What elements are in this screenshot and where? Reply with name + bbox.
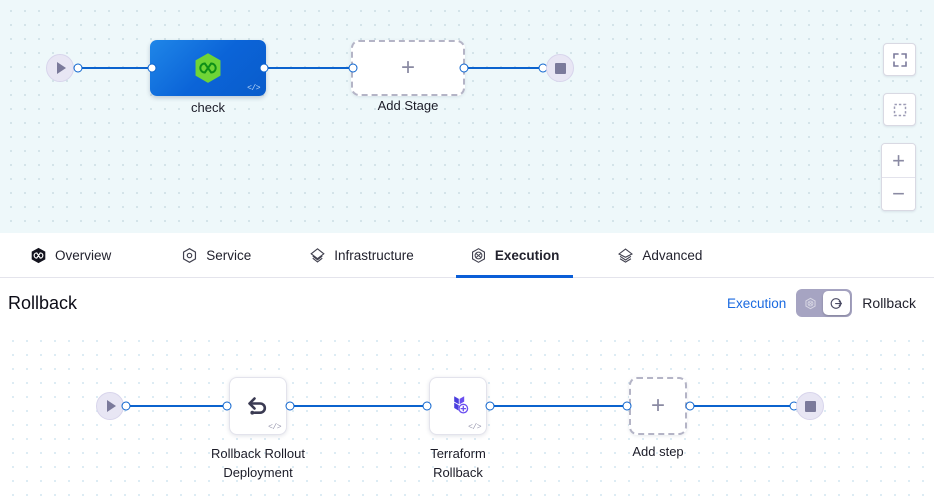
- play-icon: [107, 400, 116, 412]
- execution-rollback-toggle[interactable]: [796, 289, 853, 317]
- port-check-in[interactable]: [147, 63, 157, 73]
- port-step1-in[interactable]: [222, 401, 232, 411]
- play-icon: [57, 62, 66, 74]
- tab-execution[interactable]: Execution: [455, 233, 574, 278]
- plus-icon: +: [400, 54, 415, 81]
- tab-label-execution: Execution: [494, 247, 560, 263]
- zoom-out-button[interactable]: −: [882, 177, 915, 210]
- edge-rb-start-to-step1: [110, 405, 230, 407]
- stage-node-check[interactable]: </>: [150, 40, 266, 96]
- edge-addstage-to-end: [460, 67, 560, 69]
- overview-hexagon-icon: [31, 247, 46, 263]
- code-badge-icon: </>: [468, 423, 481, 432]
- edge-rb-addstep-to-end: [686, 405, 810, 407]
- edge-start-to-check: [60, 67, 155, 69]
- page-title: Rollback: [8, 292, 78, 313]
- stop-icon: [554, 62, 566, 74]
- toggle-slot-execution[interactable]: [798, 297, 823, 310]
- stage-tab-bar: Overview Service Infrastructure Exe: [0, 233, 934, 278]
- rollback-arrow-icon: [830, 297, 843, 309]
- terraform-icon: [454, 396, 469, 414]
- step-node-rollback-rollout-deployment[interactable]: </>: [229, 377, 287, 435]
- minus-icon: −: [892, 181, 905, 206]
- canvas-controls: [883, 43, 916, 76]
- toggle-knob-rollback[interactable]: [823, 291, 851, 315]
- port-step2-out[interactable]: [485, 401, 495, 411]
- switch-label-rollback[interactable]: Rollback: [862, 295, 916, 311]
- plus-icon: +: [892, 147, 905, 173]
- stop-icon: [804, 400, 816, 412]
- infrastructure-layers-icon: [310, 247, 325, 263]
- harness-hexagon-icon: [195, 53, 221, 83]
- tab-label-service: Service: [206, 247, 252, 263]
- pipeline-end-node[interactable]: [546, 54, 574, 82]
- port-step1-out[interactable]: [285, 401, 295, 411]
- expand-icon: [892, 52, 907, 67]
- rollback-header: Rollback Execution Rollb: [0, 278, 934, 328]
- port-start-out[interactable]: [73, 63, 83, 73]
- zoom-in-button[interactable]: +: [882, 144, 915, 177]
- pipeline-stage-canvas[interactable]: </> check + Add Stage: [0, 0, 934, 233]
- code-badge-icon: </>: [268, 423, 281, 432]
- edge-rb-step2-to-addstep: [488, 405, 660, 407]
- select-area-button[interactable]: [883, 93, 916, 126]
- port-rb-start-out[interactable]: [121, 401, 131, 411]
- execution-icon: [805, 297, 816, 309]
- execution-rollback-switch: Execution Rollback: [727, 289, 916, 317]
- tab-infrastructure[interactable]: Infrastructure: [295, 233, 428, 277]
- canvas-controls-select: [883, 93, 916, 126]
- tab-label-infrastructure: Infrastructure: [334, 247, 414, 263]
- plus-icon: +: [650, 392, 665, 419]
- add-step-node[interactable]: +: [629, 377, 687, 435]
- port-addstep-in[interactable]: [622, 401, 632, 411]
- port-step2-in[interactable]: [422, 401, 432, 411]
- rollback-end-node[interactable]: [796, 392, 824, 420]
- step-label-line2: Rollback: [433, 465, 483, 480]
- port-check-out[interactable]: [259, 63, 269, 73]
- dashed-square-icon: [893, 103, 906, 116]
- step-label-line2: Deployment: [223, 465, 293, 480]
- tab-service[interactable]: Service: [167, 233, 265, 277]
- rollback-step-canvas[interactable]: </> Rollback Rollout Deployment </> Terr…: [0, 328, 934, 500]
- add-step-label-line1: Add step: [632, 444, 684, 459]
- pipeline-start-node[interactable]: [46, 54, 74, 82]
- tab-label-overview: Overview: [55, 247, 112, 263]
- edge-rb-step1-to-step2: [288, 405, 460, 407]
- add-stage-label: Add Stage: [377, 98, 439, 113]
- add-step-label: Add step: [632, 442, 683, 461]
- tab-advanced[interactable]: Advanced: [603, 233, 716, 277]
- port-addstage-out[interactable]: [459, 63, 469, 73]
- step-label-line1: Rollback Rollout: [211, 446, 305, 461]
- execution-icon: [471, 247, 485, 263]
- advanced-layers-icon: [618, 247, 634, 263]
- edge-check-to-addstage: [263, 67, 355, 69]
- undo-arrow-icon: [248, 397, 267, 415]
- step-label-rollback-rollout-deployment: Rollback Rollout Deployment: [211, 444, 305, 482]
- code-badge-icon: </>: [247, 84, 260, 93]
- stage-label-check: check: [191, 100, 225, 115]
- tab-overview[interactable]: Overview: [16, 233, 125, 277]
- rollback-start-node[interactable]: [96, 392, 124, 420]
- port-addstep-out[interactable]: [685, 401, 695, 411]
- service-icon: [183, 247, 197, 263]
- step-node-terraform-rollback[interactable]: </>: [429, 377, 487, 435]
- step-label-terraform-rollback: Terraform Rollback: [430, 444, 486, 482]
- fit-to-screen-button[interactable]: [883, 43, 916, 76]
- tab-label-advanced: Advanced: [642, 247, 703, 263]
- step-label-line1: Terraform: [430, 446, 486, 461]
- switch-label-execution[interactable]: Execution: [727, 295, 787, 311]
- port-addstage-in[interactable]: [348, 63, 358, 73]
- add-stage-node[interactable]: +: [351, 40, 465, 96]
- canvas-zoom-controls: + −: [881, 143, 916, 211]
